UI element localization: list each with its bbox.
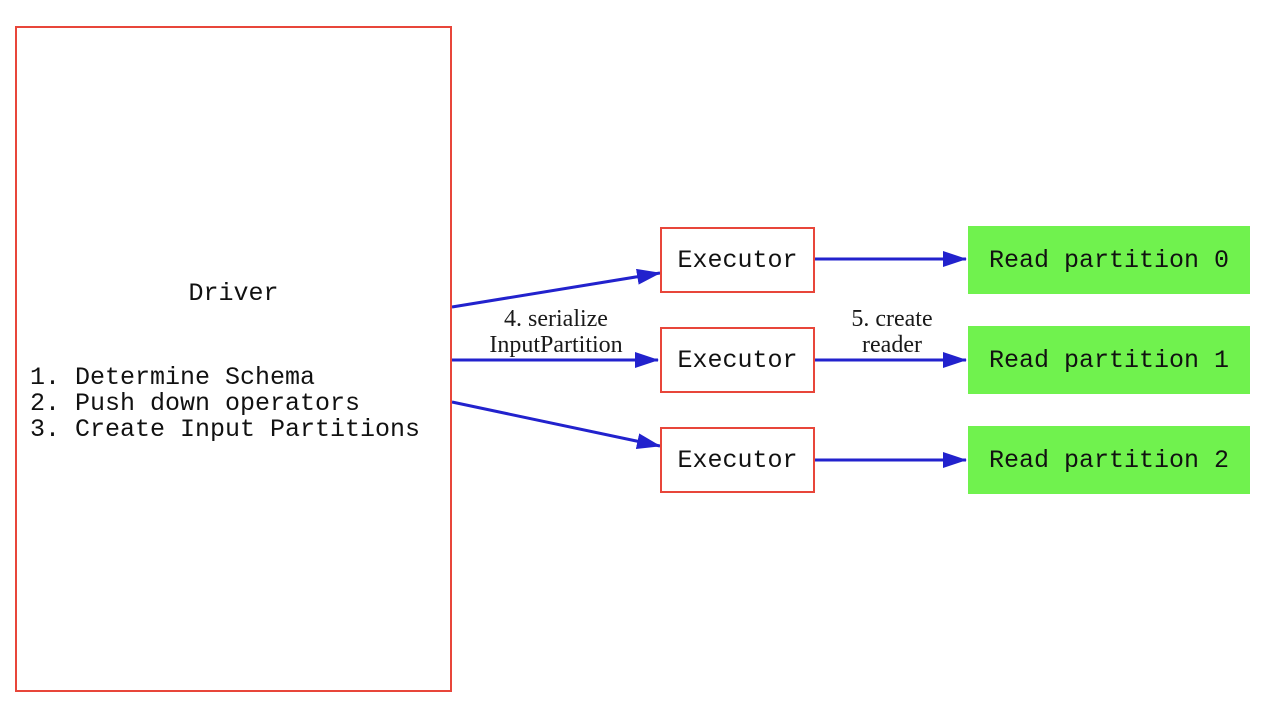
arrow-driver-to-executor-1 (451, 268, 661, 309)
edge-label-reader-line2: reader (862, 332, 922, 358)
edge-label-reader-line1: 5. create (851, 306, 933, 332)
read-partition-label-0: Read partition 0 (988, 245, 1230, 275)
executor-label-1: Executor (677, 245, 798, 275)
executor-label-2: Executor (677, 345, 798, 375)
executor-box-3: Executor (660, 427, 815, 493)
edge-label-serialize-line1: 4. serialize (504, 306, 608, 332)
read-partition-box-1: Read partition 1 (968, 326, 1250, 394)
driver-step-3: 3. Create Input Partitions (30, 415, 421, 444)
read-partition-label-1: Read partition 1 (988, 345, 1230, 375)
executor-box-2: Executor (660, 327, 815, 393)
arrow-driver-to-executor-3 (451, 400, 661, 450)
edge-label-serialize-inputpartition: 4. serialize InputPartition (446, 306, 666, 358)
read-partition-label-2: Read partition 2 (988, 445, 1230, 475)
read-partition-box-2: Read partition 2 (968, 426, 1250, 494)
driver-box: Driver 1. Determine Schema 2. Push down … (15, 26, 452, 692)
driver-step-2: 2. Push down operators (30, 389, 361, 418)
executor-box-1: Executor (660, 227, 815, 293)
executor-label-3: Executor (677, 445, 798, 475)
edge-label-serialize-line2: InputPartition (489, 332, 623, 358)
driver-title: Driver (188, 279, 279, 308)
edge-label-create-reader: 5. create reader (782, 306, 1002, 358)
driver-steps-list: 1. Determine Schema 2. Push down operato… (30, 365, 420, 443)
read-partition-box-0: Read partition 0 (968, 226, 1250, 294)
driver-step-1: 1. Determine Schema (30, 363, 316, 392)
